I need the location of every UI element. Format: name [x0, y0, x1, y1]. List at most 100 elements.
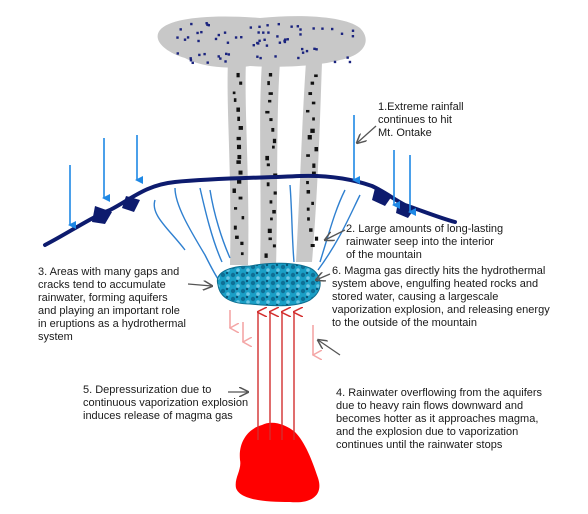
plume-rock: [237, 154, 242, 160]
cloud-dot: [186, 36, 190, 39]
cloud-dot: [296, 25, 300, 28]
cloud-dot: [217, 55, 220, 58]
cloud-dot: [257, 31, 260, 34]
label-step3: 3. Areas with many gaps and cracks tend …: [38, 266, 186, 343]
cloud-dot: [262, 31, 265, 34]
cloud-dot: [226, 41, 230, 44]
plume-rock: [232, 91, 236, 95]
plume-rock: [314, 147, 319, 152]
label-step4: 4. Rainwater overflowing from the aquife…: [336, 387, 543, 451]
plume-rock: [272, 138, 277, 144]
cloud-dot: [266, 24, 269, 27]
plume-rock: [272, 244, 276, 248]
cloud-dot: [315, 48, 318, 51]
plume-rock: [232, 188, 236, 193]
plume-rock: [306, 154, 310, 157]
cloud-dot: [207, 24, 210, 27]
plume-rock: [306, 190, 311, 194]
cloud-dot: [305, 49, 309, 53]
cloud-dot: [297, 56, 300, 60]
plume-rock: [236, 144, 242, 150]
plume-rock: [311, 171, 316, 176]
plume-rock: [314, 74, 318, 78]
cloud-dot: [196, 31, 199, 35]
plume-rock: [307, 135, 312, 140]
plume-rock: [239, 81, 243, 85]
plume-rock: [267, 228, 272, 234]
plume-rock: [233, 225, 237, 230]
plume-rock: [309, 228, 313, 232]
plume-rock: [238, 170, 243, 175]
cloud-dot: [176, 52, 179, 55]
cloud-dot: [256, 55, 259, 58]
cloud-dot: [351, 34, 355, 38]
magma-chamber: [235, 422, 320, 503]
cloud-dot: [277, 22, 280, 26]
cloud-dot: [265, 44, 269, 47]
plume-rock: [237, 179, 242, 184]
label-step2: 2. Large amounts of long-lasting rainwat…: [346, 223, 504, 261]
plume-rock: [238, 125, 243, 130]
plume-rock: [240, 241, 244, 246]
cloud-dot: [191, 61, 194, 65]
cloud-dots: [176, 22, 355, 65]
plume-rock: [310, 81, 315, 85]
label-step5: 5. Depressurization due to continuous va…: [83, 384, 249, 422]
cloud-dot: [299, 28, 302, 31]
plume-rock: [268, 73, 273, 77]
cloud-dot: [224, 60, 227, 63]
plume-rock: [272, 209, 276, 214]
plume-rock: [306, 207, 310, 211]
downflow-arrows: [230, 310, 313, 355]
label-step1: 1.Extreme rainfall continues to hit Mt. …: [378, 101, 464, 139]
cloud-dot: [205, 22, 208, 25]
plume-rock: [273, 191, 277, 195]
plume-rock: [236, 107, 240, 112]
cloud-dot: [190, 22, 193, 26]
cloud-dot: [348, 60, 352, 64]
plume-rock: [235, 235, 239, 239]
plume-rock: [236, 72, 240, 78]
plume-rock: [270, 217, 273, 221]
cloud-dot: [200, 30, 203, 34]
plume-rock: [240, 252, 244, 256]
cloud-dot: [278, 41, 282, 44]
plume-rock: [306, 109, 310, 113]
plume-rock: [237, 116, 241, 121]
cloud-dot: [189, 57, 192, 60]
cloud-dot: [223, 31, 227, 34]
magma-gas-arrows: [258, 312, 294, 440]
cloud-dot: [312, 27, 315, 30]
cloud-dot: [198, 53, 201, 57]
cloud-dot: [286, 38, 289, 41]
plume-rock: [241, 216, 245, 220]
cloud-dot: [203, 52, 206, 56]
cloud-dot: [346, 56, 349, 59]
plume-rock: [310, 128, 315, 133]
plume-rock: [234, 207, 238, 210]
seepage-lines: [153, 184, 361, 283]
cloud-dot: [179, 28, 182, 31]
plume-rock: [236, 136, 241, 141]
cloud-dot: [299, 33, 302, 36]
cloud-dot: [276, 35, 279, 38]
plume-rock: [266, 163, 270, 167]
cloud-dot: [256, 41, 259, 45]
cloud-dot: [301, 51, 305, 54]
cloud-dot: [351, 29, 355, 32]
cloud-dot: [300, 47, 304, 51]
cloud-dot: [240, 36, 243, 39]
cloud-dot: [206, 61, 209, 64]
cloud-dot: [333, 60, 337, 64]
cloud-dot: [197, 39, 200, 43]
plume-rock: [267, 81, 270, 86]
cloud-dot: [219, 57, 222, 60]
cloud-dot: [183, 38, 187, 41]
plume-rock: [306, 180, 309, 185]
plume-rock: [238, 196, 243, 200]
plume-rock: [265, 110, 270, 114]
plume-columns: [227, 60, 322, 268]
plume-rock: [312, 163, 316, 168]
cloud-dot: [206, 23, 209, 26]
